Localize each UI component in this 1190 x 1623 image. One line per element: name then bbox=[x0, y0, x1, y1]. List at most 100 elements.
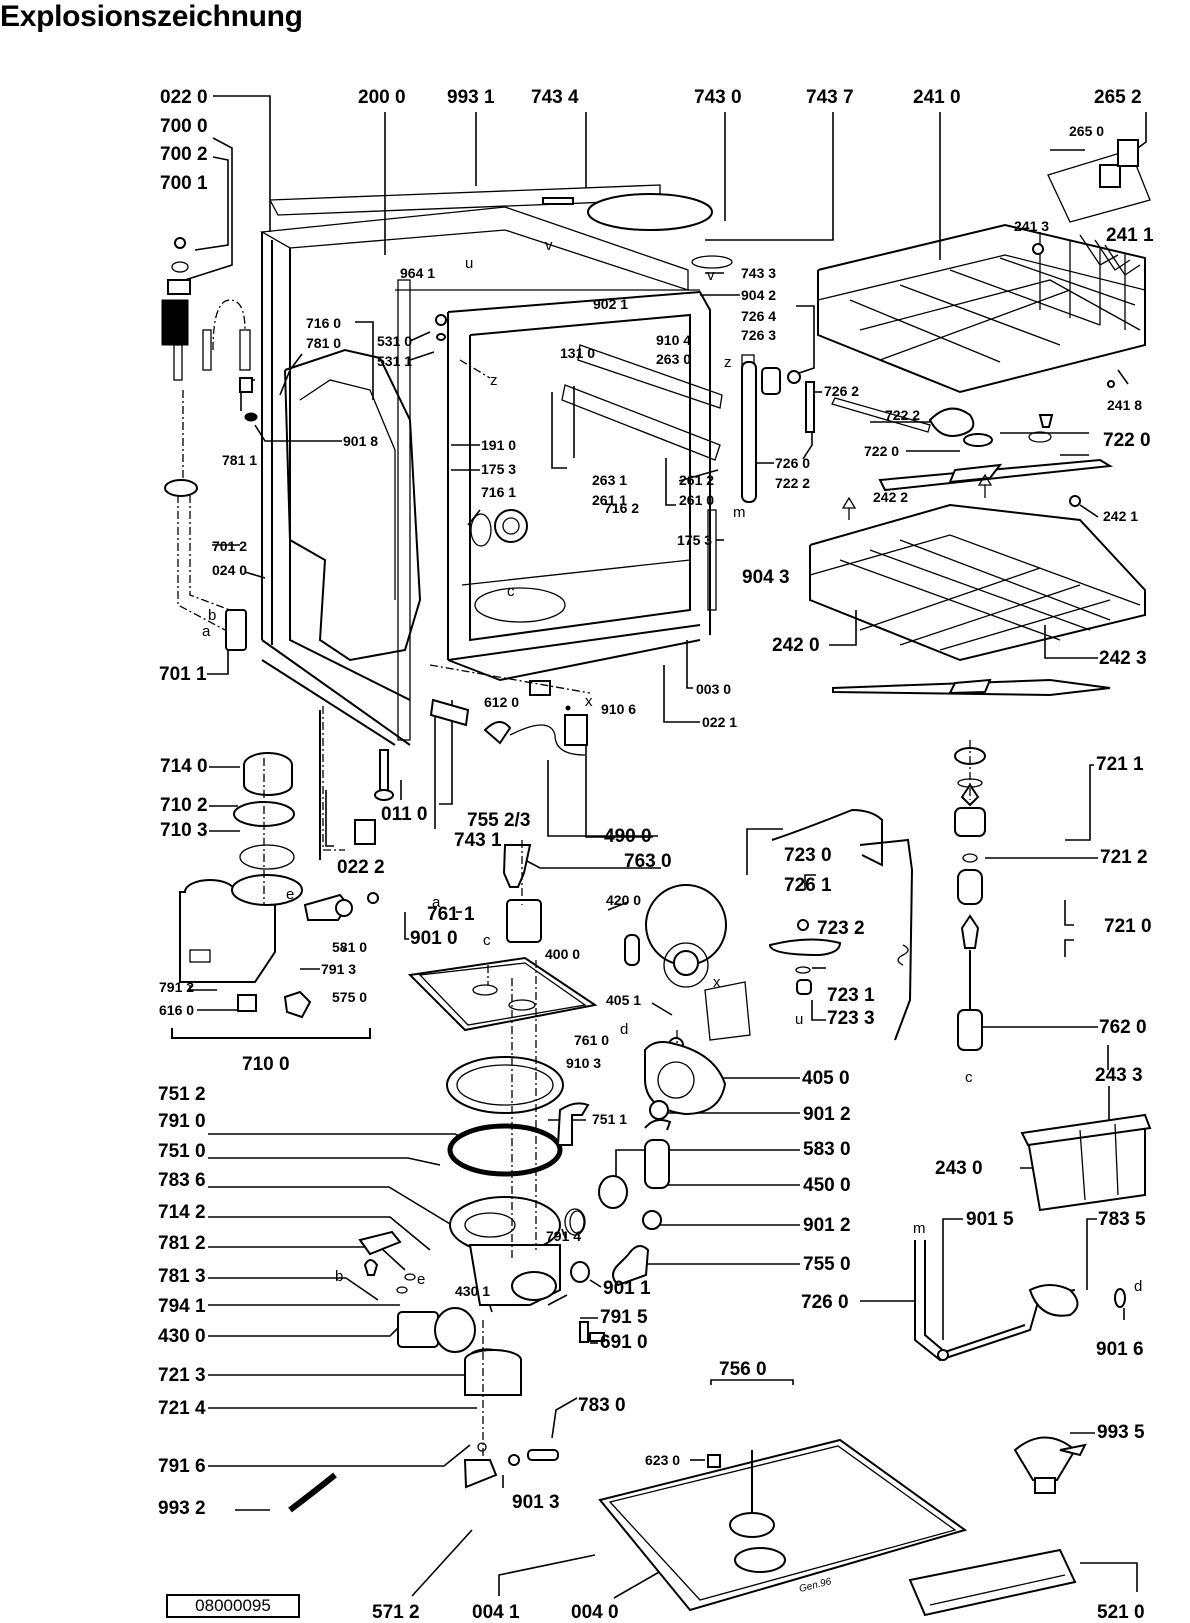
part-label: 721 4 bbox=[158, 1398, 206, 1419]
part-label: 751 0 bbox=[158, 1141, 206, 1162]
part-number-labels: 022 0 700 0 700 2 700 1 200 0 993 1 743 … bbox=[158, 87, 1154, 1623]
filter-sump bbox=[407, 844, 598, 1306]
part-label: 242 3 bbox=[1099, 648, 1147, 669]
part-label: 405 0 bbox=[802, 1068, 850, 1089]
door-spring-parts bbox=[161, 237, 258, 651]
part-label: 575 0 bbox=[332, 989, 367, 1005]
part-label: 531 0 bbox=[377, 333, 412, 349]
part-label: 200 0 bbox=[358, 87, 406, 108]
part-label: 726 0 bbox=[801, 1292, 849, 1313]
part-label: 722 2 bbox=[775, 475, 810, 491]
upper-basket bbox=[817, 139, 1151, 394]
part-label: 726 2 bbox=[824, 383, 859, 399]
connection-letter: c bbox=[965, 1069, 973, 1086]
part-label: 726 0 bbox=[775, 455, 810, 471]
misc-components bbox=[319, 680, 914, 1131]
part-label: 691 0 bbox=[600, 1332, 648, 1353]
connection-letter: b bbox=[335, 1268, 343, 1285]
base-plate bbox=[598, 1438, 968, 1612]
part-label: 450 0 bbox=[803, 1175, 851, 1196]
part-label: 241 0 bbox=[913, 87, 961, 108]
part-label: 022 1 bbox=[702, 714, 737, 730]
part-label: 901 1 bbox=[603, 1278, 651, 1299]
part-label: 791 5 bbox=[600, 1307, 648, 1328]
upper-spray-arm bbox=[831, 397, 1114, 492]
part-label: 710 3 bbox=[160, 820, 208, 841]
connection-letter: a bbox=[202, 623, 211, 640]
salt-funnel bbox=[1013, 1436, 1087, 1494]
connection-letter: c bbox=[483, 932, 491, 949]
part-label: 714 2 bbox=[158, 1202, 206, 1223]
part-label: 405 1 bbox=[606, 992, 641, 1008]
part-label: 701 1 bbox=[159, 664, 207, 685]
lower-basket bbox=[809, 473, 1146, 662]
part-label: 400 0 bbox=[545, 946, 580, 962]
part-label: 722 2 bbox=[885, 407, 920, 423]
part-label: 791 0 bbox=[158, 1111, 206, 1132]
part-label: 751 1 bbox=[592, 1111, 627, 1127]
part-label: 723 2 bbox=[817, 918, 865, 939]
part-label: 263 1 bbox=[592, 472, 627, 488]
part-label: 901 8 bbox=[343, 433, 378, 449]
part-label: 261 1 bbox=[592, 492, 627, 508]
part-label: 743 4 bbox=[531, 87, 579, 108]
part-label: 755 2/3 bbox=[467, 810, 530, 831]
part-label: 743 0 bbox=[694, 87, 742, 108]
part-label: 490 0 bbox=[604, 826, 652, 847]
part-label: 243 3 bbox=[1095, 1065, 1143, 1086]
part-label: 783 5 bbox=[1098, 1209, 1146, 1230]
part-label: 721 3 bbox=[158, 1365, 206, 1386]
connection-letter: m bbox=[733, 504, 746, 521]
control-panel bbox=[908, 1548, 1077, 1617]
part-label: 242 2 bbox=[873, 489, 908, 505]
part-label: 024 0 bbox=[212, 562, 247, 578]
part-label: 430 0 bbox=[158, 1326, 206, 1347]
part-label: 242 1 bbox=[1103, 508, 1138, 524]
part-label: 743 3 bbox=[741, 265, 776, 281]
part-label: 003 0 bbox=[696, 681, 731, 697]
part-label: 723 1 bbox=[827, 985, 875, 1006]
connection-letter: d bbox=[1134, 1278, 1142, 1295]
part-label: 241 1 bbox=[1106, 225, 1154, 246]
part-label: 723 3 bbox=[827, 1008, 875, 1029]
part-label: 004 0 bbox=[571, 1602, 619, 1623]
part-label: 901 6 bbox=[1096, 1339, 1144, 1360]
part-label: 265 2 bbox=[1094, 87, 1142, 108]
part-label: 612 0 bbox=[484, 694, 519, 710]
part-label: 726 4 bbox=[741, 308, 776, 324]
part-label: 993 1 bbox=[447, 87, 495, 108]
part-label: 175 3 bbox=[481, 461, 516, 477]
circulation-pump bbox=[569, 884, 751, 1287]
part-label: 581 0 bbox=[332, 939, 367, 955]
part-label: 761 1 bbox=[427, 904, 475, 925]
part-label: 751 2 bbox=[158, 1084, 206, 1105]
part-label: 722 0 bbox=[864, 443, 899, 459]
part-label: 571 2 bbox=[372, 1602, 420, 1623]
part-label: 726 1 bbox=[784, 875, 832, 896]
connection-letter: x bbox=[713, 974, 721, 991]
part-label: 243 0 bbox=[935, 1158, 983, 1179]
part-drawings bbox=[161, 139, 1152, 1617]
part-label: 701 2 bbox=[212, 538, 247, 554]
drain-pump bbox=[288, 1230, 605, 1513]
part-label: 623 0 bbox=[645, 1452, 680, 1468]
part-label: 265 0 bbox=[1069, 123, 1104, 139]
part-label: 791 3 bbox=[321, 961, 356, 977]
part-label: 756 0 bbox=[719, 1359, 767, 1380]
part-label: 791 4 bbox=[546, 1228, 581, 1244]
part-label: 521 0 bbox=[1097, 1602, 1145, 1623]
part-label: 726 3 bbox=[741, 327, 776, 343]
part-label: 783 6 bbox=[158, 1170, 206, 1191]
part-label: 721 1 bbox=[1096, 754, 1144, 775]
part-label: 794 1 bbox=[158, 1296, 206, 1317]
connection-letter: u bbox=[795, 1011, 803, 1028]
part-label: 910 4 bbox=[656, 332, 691, 348]
part-label: 131 0 bbox=[560, 345, 595, 361]
part-label: 616 0 bbox=[159, 1002, 194, 1018]
part-label: 781 3 bbox=[158, 1266, 206, 1287]
part-label: 791 6 bbox=[158, 1456, 206, 1477]
part-label: 022 2 bbox=[337, 857, 385, 878]
connection-letter: v bbox=[545, 237, 553, 254]
connection-letter: c bbox=[507, 583, 515, 600]
part-label: 022 0 bbox=[160, 87, 208, 108]
